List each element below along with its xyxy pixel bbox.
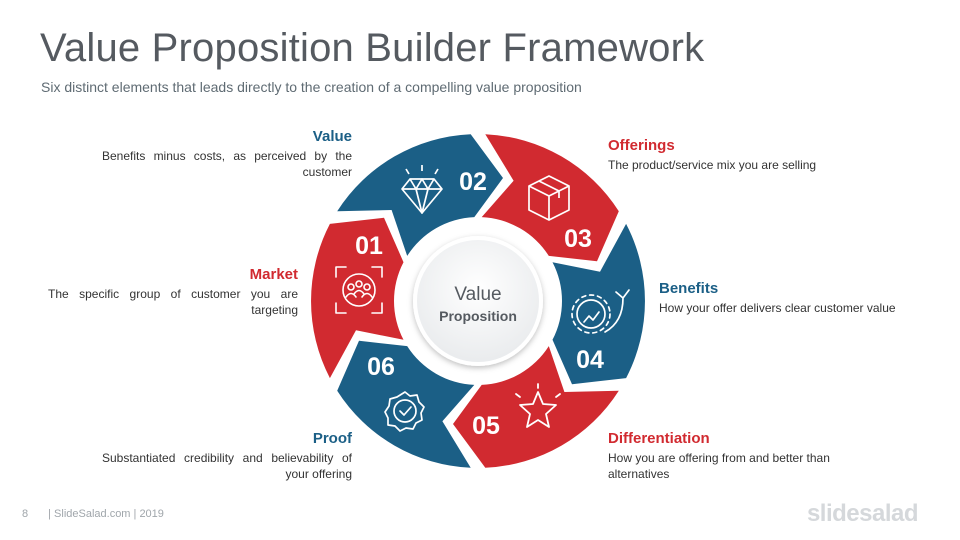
item-description: Benefits minus costs, as perceived by th… xyxy=(102,149,352,179)
center-label-line2: Proposition xyxy=(439,308,517,324)
item-heading: Market xyxy=(249,266,298,283)
segment-number-03: 03 xyxy=(564,225,592,253)
ring-segment-04 xyxy=(552,223,645,385)
center-circle xyxy=(413,236,543,366)
segment-number-06: 06 xyxy=(367,353,395,381)
slide-title: Value Proposition Builder Framework xyxy=(40,26,705,70)
item-description: The specific group of customer you are t… xyxy=(48,287,298,317)
brand-logo: slidesalad xyxy=(806,500,919,527)
center-label-line1: Value xyxy=(454,284,501,305)
verified-badge-icon xyxy=(384,391,425,432)
item-heading: Value xyxy=(312,128,352,145)
item-heading: Benefits xyxy=(659,280,719,297)
ring-segment-03 xyxy=(481,134,619,262)
segment-number-05: 05 xyxy=(472,412,500,440)
item-description: How your offer delivers clear customer v… xyxy=(659,301,896,315)
segment-number-02: 02 xyxy=(459,168,487,196)
item-proof: Proof Substantiated credibility and beli… xyxy=(102,430,352,482)
item-description: The product/service mix you are selling xyxy=(608,158,817,172)
star-icon xyxy=(515,383,561,428)
ring-segment-05 xyxy=(453,346,619,468)
item-market: Market The specific group of customer yo… xyxy=(48,266,298,318)
ring-segment-06 xyxy=(337,340,475,468)
item-benefits: Benefits How your offer delivers clear c… xyxy=(659,280,909,316)
segment-number-01: 01 xyxy=(355,232,383,260)
item-differentiation: Differentiation How you are offering fro… xyxy=(608,430,858,482)
item-offerings: Offerings The product/service mix you ar… xyxy=(608,137,858,173)
footer-text: | SlideSalad.com | 2019 xyxy=(48,508,164,520)
item-heading: Differentiation xyxy=(608,430,710,447)
ring-segment-01 xyxy=(311,217,404,379)
growth-gear-icon xyxy=(571,289,630,334)
footer: 8 | SlideSalad.com | 2019 xyxy=(22,508,164,520)
slide-subtitle: Six distinct elements that leads directl… xyxy=(41,79,582,95)
item-description: How you are offering from and better tha… xyxy=(608,451,830,481)
item-description: Substantiated credibility and believabil… xyxy=(102,451,352,481)
item-heading: Offerings xyxy=(608,137,675,154)
ring-segment-02 xyxy=(337,134,503,256)
page-number: 8 xyxy=(22,508,29,520)
item-heading: Proof xyxy=(312,430,352,447)
item-value: Value Benefits minus costs, as perceived… xyxy=(102,128,352,180)
diamond-icon xyxy=(401,165,443,214)
target-audience-icon xyxy=(335,266,383,314)
segment-number-04: 04 xyxy=(576,346,604,374)
box-icon xyxy=(528,175,570,221)
